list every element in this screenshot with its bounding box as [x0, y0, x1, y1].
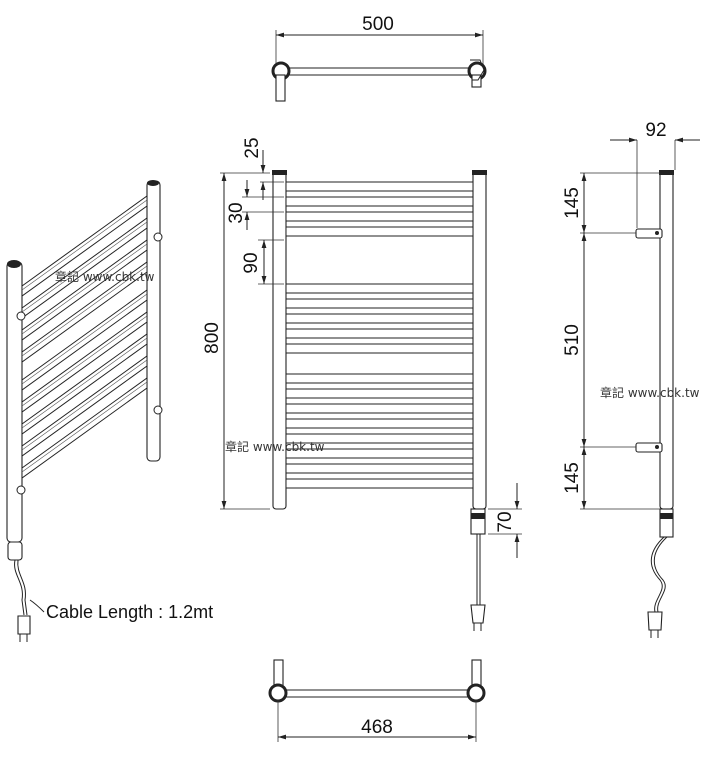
dim-side-depth: 92	[645, 120, 666, 141]
bottom-view: 468	[268, 659, 486, 742]
iso-bars	[21, 195, 148, 479]
side-plug-icon	[647, 611, 663, 631]
dim-side-mid: 510	[562, 324, 583, 356]
dim-bottom-width: 468	[361, 717, 393, 738]
iso-bar-edge	[21, 337, 148, 429]
iso-towel-bar	[21, 333, 148, 435]
dim-side-top: 145	[562, 187, 583, 219]
cable-length-label: Cable Length : 1.2mt	[46, 602, 213, 622]
towel-bar	[285, 433, 474, 444]
towel-bar	[285, 181, 474, 192]
dim-bar-top-offset: 25	[242, 137, 263, 158]
dim-side-bottom: 145	[562, 462, 583, 494]
front-view: 800 25 30 90 70	[202, 137, 522, 631]
side-view: 92 145 510 145	[562, 120, 700, 638]
bracket-top	[635, 228, 663, 239]
iso-bar-edge	[21, 199, 148, 291]
watermark-2: 章記 www.cbk.tw	[225, 439, 325, 454]
iso-towel-bar	[21, 195, 148, 297]
dim-top-width: 500	[362, 14, 394, 35]
towel-bar	[285, 448, 474, 459]
iso-towel-bar	[21, 289, 148, 391]
dim-bottom-box: 70	[495, 511, 516, 532]
iso-bar-edge	[21, 359, 148, 451]
towel-bar	[285, 283, 474, 294]
isometric-view: Cable Length : 1.2mt	[6, 180, 213, 642]
dim-total-height: 800	[202, 322, 223, 354]
front-bars	[285, 181, 474, 489]
top-view: 500	[271, 14, 487, 102]
dim-bar-gap-small: 30	[226, 202, 247, 223]
iso-bar-edge	[21, 243, 148, 335]
towel-bar	[285, 196, 474, 207]
iso-bar-edge	[21, 265, 148, 357]
towel-bar	[285, 403, 474, 414]
towel-bar	[285, 343, 474, 354]
heating-element	[470, 508, 486, 535]
towel-bar	[285, 298, 474, 309]
iso-towel-bar	[21, 355, 148, 457]
watermark-1: 章記 www.cbk.tw	[55, 269, 155, 284]
dim-bar-gap-large: 90	[241, 252, 262, 273]
iso-towel-bar	[21, 311, 148, 413]
left-post	[272, 170, 287, 510]
watermark-3: 章記 www.cbk.tw	[600, 385, 700, 400]
towel-bar	[285, 478, 474, 489]
iso-towel-bar	[21, 239, 148, 341]
side-post	[659, 170, 674, 510]
iso-bar-edge	[21, 315, 148, 407]
towel-bar	[285, 328, 474, 339]
iso-towel-bar	[21, 377, 148, 479]
right-post	[472, 170, 487, 510]
iso-towel-bar	[21, 261, 148, 363]
towel-bar	[285, 418, 474, 429]
towel-bar	[285, 463, 474, 474]
iso-plug-icon	[17, 615, 31, 635]
towel-bar	[285, 226, 474, 237]
towel-bar	[285, 211, 474, 222]
towel-bar	[285, 373, 474, 384]
bracket-bottom	[635, 442, 663, 453]
iso-bar-edge	[21, 381, 148, 473]
plug-icon	[470, 604, 486, 624]
iso-bar-edge	[21, 293, 148, 385]
iso-bar-edge	[21, 221, 148, 313]
towel-bar	[285, 388, 474, 399]
towel-bar	[285, 313, 474, 324]
